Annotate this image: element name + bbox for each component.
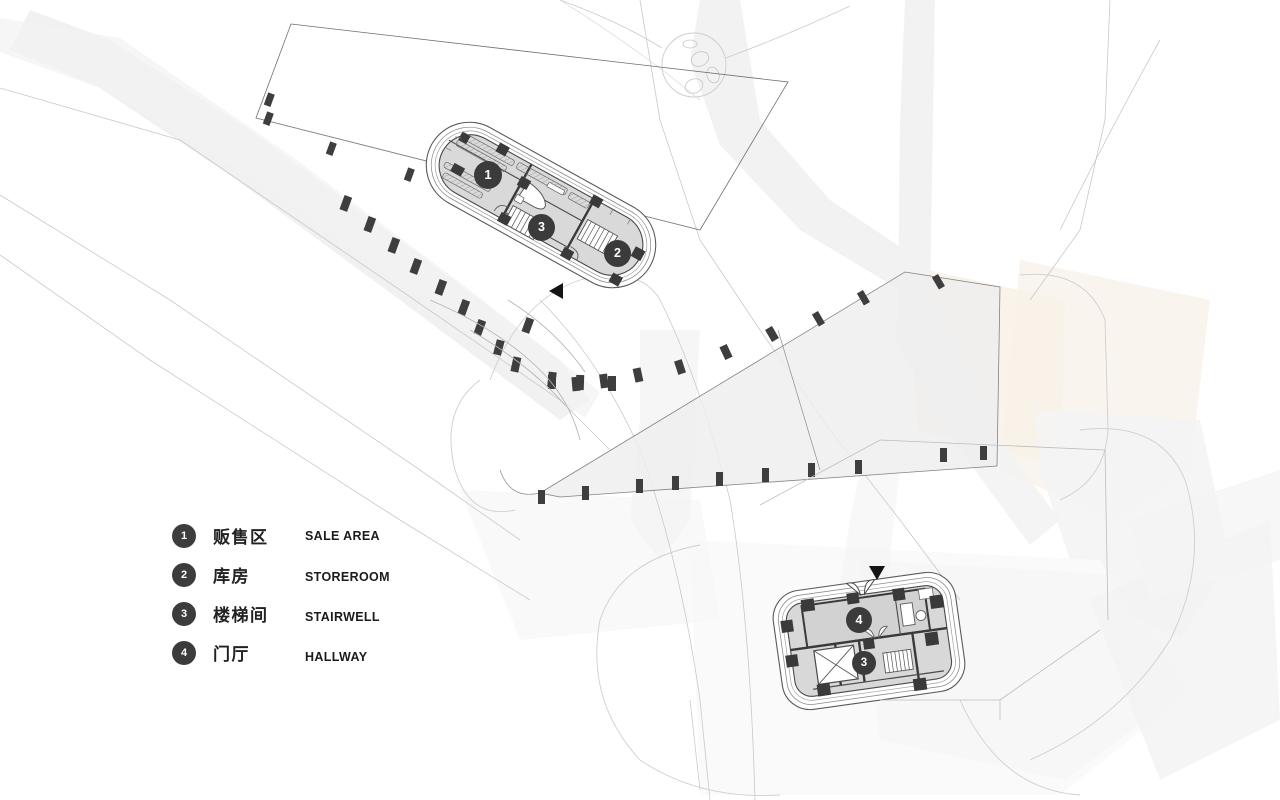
legend-item-hallway: 4 门厅 HALLWAY <box>172 633 472 672</box>
lower-building <box>772 571 966 711</box>
legend-item-storeroom: 2 库房 STOREROOM <box>172 555 472 594</box>
bollard-row-north <box>262 92 415 182</box>
legend-label-cn-1: 贩售区 <box>213 528 269 548</box>
lower-inner-doors <box>862 625 888 640</box>
room-badge-number: 2 <box>614 246 621 260</box>
approach-paths <box>429 299 586 441</box>
lower-fixtures <box>899 587 935 627</box>
upper-window-ticks <box>444 136 631 225</box>
lower-entrance-doors <box>845 579 876 597</box>
lower-entrance-arrow-icon <box>869 566 885 580</box>
room-badge-number: 3 <box>538 220 545 234</box>
legend-label-en-1: SALE AREA <box>305 528 380 543</box>
roundabout-planter <box>559 0 851 101</box>
legend-badge-1: 1 <box>172 523 196 548</box>
road-bands <box>10 0 1060 545</box>
legend-label-cn-2: 库房 <box>213 567 250 587</box>
legend-badge-2: 2 <box>172 562 196 587</box>
room-badge-upper-2: 2 <box>604 240 631 267</box>
central-plot-outline <box>499 271 1001 498</box>
upper-entrance-arrow-icon <box>549 283 563 299</box>
lower-plot-lines <box>759 439 1109 720</box>
legend-badge-3: 3 <box>172 601 196 626</box>
legend-item-sale-area: 1 贩售区 SALE AREA <box>172 516 472 555</box>
legend-label-en-4: HALLWAY <box>305 649 368 664</box>
legend-label-cn-4: 门厅 <box>213 645 250 665</box>
lower-columns <box>780 587 945 697</box>
bollard-row-central-bottom <box>538 446 987 504</box>
room-badge-number: 3 <box>860 657 868 669</box>
upper-columns <box>450 131 646 287</box>
lower-stairs <box>882 648 914 674</box>
room-badge-upper-3: 3 <box>528 214 555 241</box>
legend-label-cn-3: 楼梯间 <box>213 606 269 626</box>
legend-item-stairwell: 3 楼梯间 STAIRWELL <box>172 594 472 633</box>
bollard-row-diagonal <box>339 195 616 391</box>
room-badge-lower-3: 3 <box>852 651 876 675</box>
legend: 1 贩售区 SALE AREA 2 库房 STOREROOM 3 楼梯间 STA… <box>172 516 472 672</box>
legend-label-en-2: STOREROOM <box>305 569 390 584</box>
room-badge-number: 4 <box>855 613 863 627</box>
room-badge-lower-4: 4 <box>846 607 872 633</box>
legend-label-en-3: STAIRWELL <box>305 609 380 624</box>
upper-fixtures <box>513 182 565 205</box>
room-badge-upper-1: 1 <box>474 161 502 189</box>
landscape-edges <box>450 273 1196 796</box>
room-badge-number: 1 <box>484 167 492 182</box>
legend-badge-4: 4 <box>172 640 196 665</box>
